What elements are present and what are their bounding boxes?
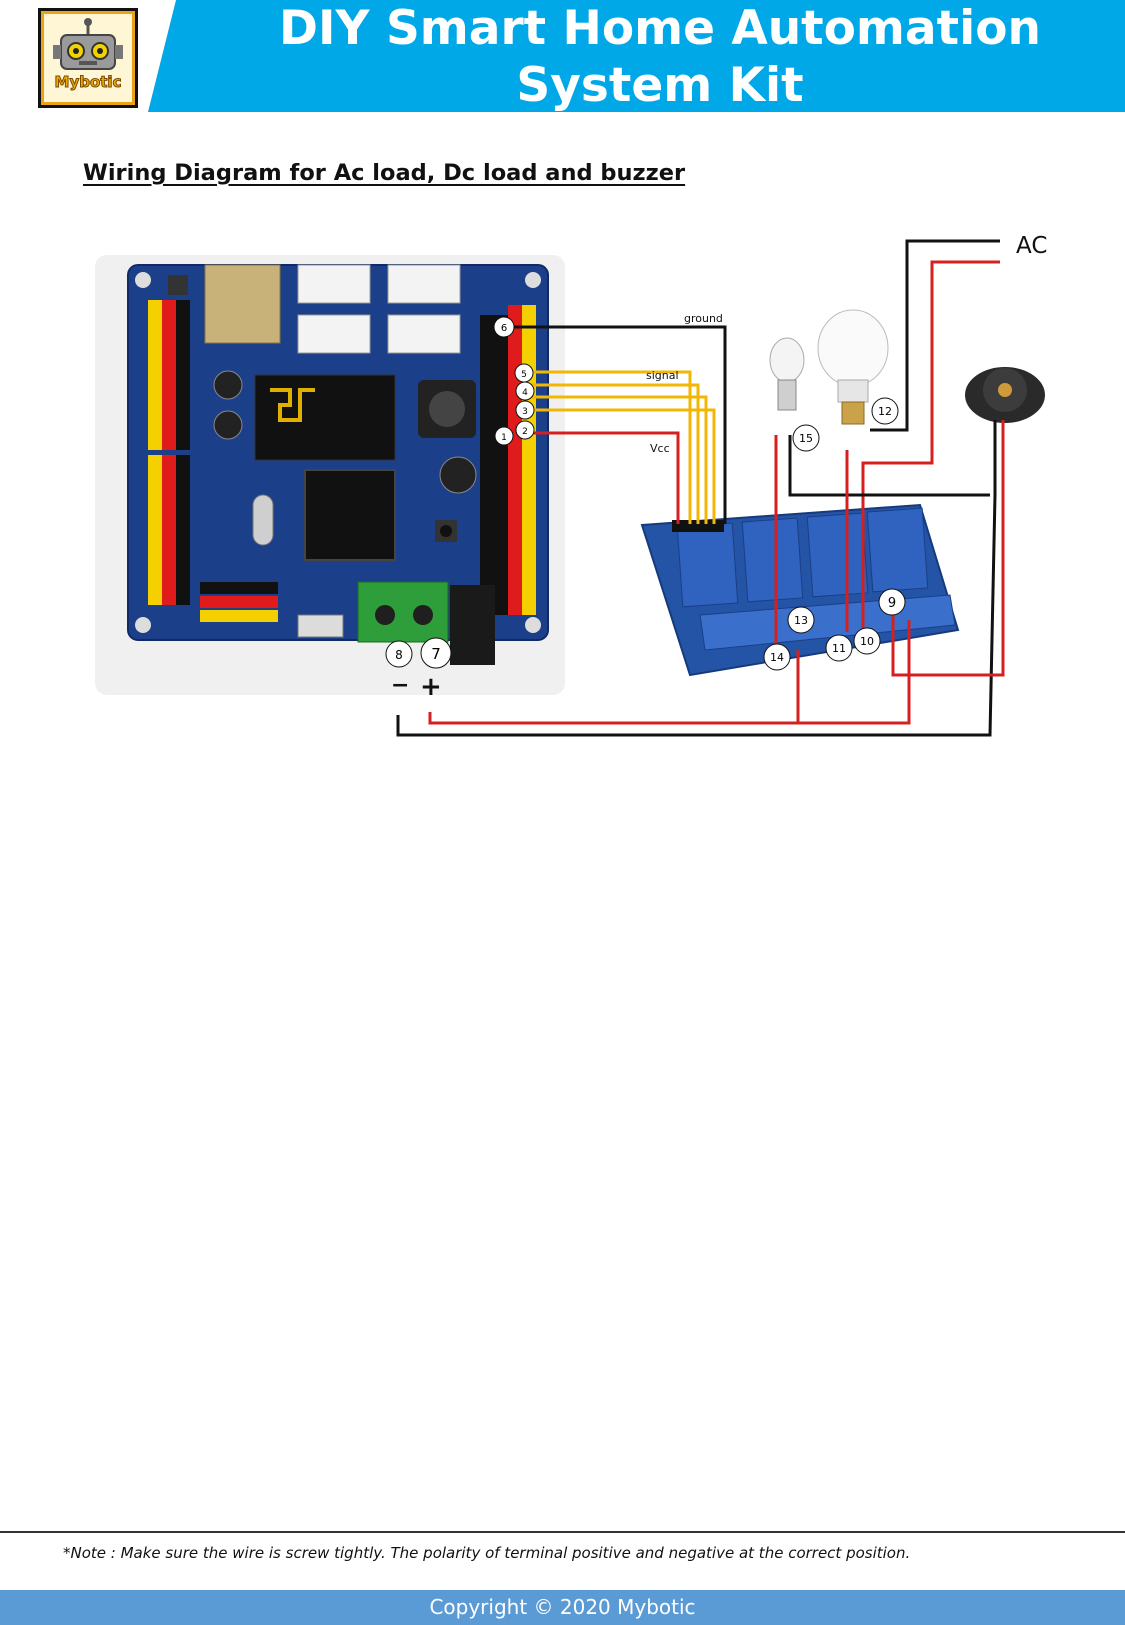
buzzer-red-lead — [891, 420, 1005, 677]
svg-text:12: 12 — [878, 405, 892, 418]
label-signal: signal — [646, 369, 679, 382]
label-vcc: Vcc — [650, 442, 670, 455]
marker-8: 8 — [385, 640, 413, 668]
marker-2: 2 — [515, 420, 535, 440]
led-bulb — [817, 309, 889, 425]
marker-11: 11 — [825, 634, 853, 662]
marker-12: 12 — [871, 397, 899, 425]
wiring-note: *Note : Make sure the wire is screw tigh… — [63, 1544, 911, 1562]
svg-text:5: 5 — [521, 370, 527, 380]
svg-text:4: 4 — [522, 388, 528, 398]
svg-text:9: 9 — [888, 596, 896, 611]
marker-10: 10 — [853, 627, 881, 655]
page-title: DIY Smart Home Automation System Kit — [230, 0, 1090, 114]
svg-text:2: 2 — [522, 427, 528, 437]
svg-text:11: 11 — [832, 642, 846, 655]
marker-9: 9 — [878, 588, 906, 616]
controller-board — [127, 264, 549, 665]
logo-text: Mybotic — [54, 73, 122, 92]
marker-15: 15 — [792, 424, 820, 452]
marker-3: 3 — [515, 400, 535, 420]
ground-wire — [505, 325, 727, 524]
logo: Mybotic — [38, 8, 138, 108]
footer-divider — [0, 1531, 1125, 1533]
marker-13: 13 — [787, 606, 815, 634]
bulb-black-lead — [788, 435, 990, 497]
title-line-1: DIY Smart Home Automation — [279, 1, 1041, 56]
title-line-2: System Kit — [516, 58, 804, 113]
relay-module — [640, 503, 960, 677]
svg-text:14: 14 — [770, 651, 784, 664]
small-bulb — [769, 337, 805, 411]
svg-text:7: 7 — [431, 645, 441, 663]
svg-text:6: 6 — [501, 323, 507, 334]
dc-plus-wire — [428, 620, 911, 725]
svg-text:15: 15 — [799, 432, 813, 445]
buzzer — [965, 367, 1045, 423]
marker-5: 5 — [514, 363, 534, 383]
label-ac: AC — [1016, 233, 1047, 259]
section-title: Wiring Diagram for Ac load, Dc load and … — [83, 160, 686, 186]
header-band — [148, 0, 1125, 112]
label-minus: − — [391, 673, 409, 698]
label-plus: + — [420, 672, 442, 702]
marker-1: 1 — [494, 426, 514, 446]
signal-wires — [525, 370, 716, 524]
ac-red-wire — [861, 260, 1000, 632]
svg-text:1: 1 — [501, 433, 507, 443]
ac-black-wire — [870, 239, 1000, 432]
robot-logo-icon — [53, 18, 123, 70]
wiring-diagram: AC ground signal Vcc − + 1 2 3 4 5 6 7 8… — [95, 233, 1047, 737]
buzzer-black-lead — [396, 420, 997, 737]
svg-text:13: 13 — [794, 614, 808, 627]
marker-14: 14 — [763, 643, 791, 671]
marker-6: 6 — [493, 316, 515, 338]
svg-text:8: 8 — [395, 648, 403, 662]
vcc-wire — [525, 431, 680, 524]
marker-4: 4 — [515, 381, 535, 401]
copyright-bar: Copyright © 2020 Mybotic — [0, 1590, 1125, 1625]
label-ground: ground — [684, 312, 723, 325]
svg-text:10: 10 — [860, 635, 874, 648]
svg-text:3: 3 — [522, 407, 528, 417]
marker-7: 7 — [420, 637, 452, 669]
